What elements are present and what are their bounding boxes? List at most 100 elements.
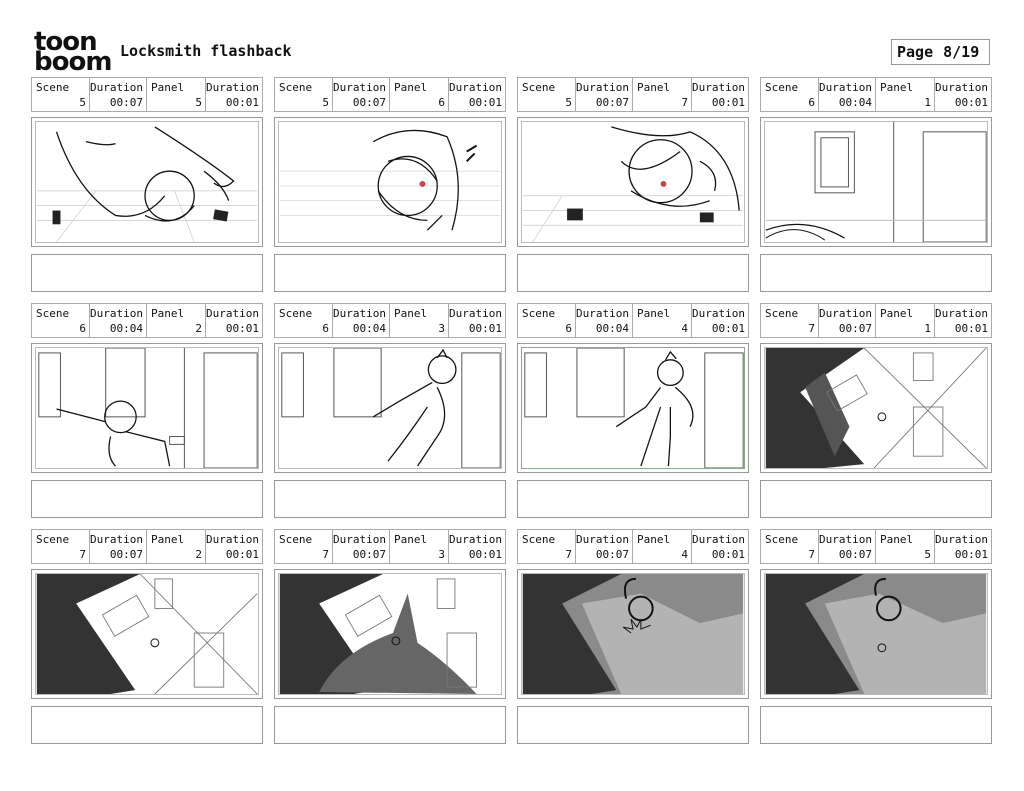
panel-notes[interactable]	[517, 254, 749, 292]
sketch-image	[764, 121, 988, 243]
panel-duration-value: 00:01	[468, 322, 502, 335]
panel-image[interactable]	[31, 569, 263, 699]
page-label: Page	[897, 43, 934, 61]
panel-duration-value: 00:01	[954, 96, 988, 109]
panel-image[interactable]	[760, 117, 992, 247]
scene-value: 6	[322, 322, 329, 335]
panel-image[interactable]	[760, 569, 992, 699]
panel-label: Panel	[394, 81, 428, 94]
panel-label: Panel	[637, 307, 671, 320]
panel-image[interactable]	[274, 117, 506, 247]
panel-notes[interactable]	[274, 254, 506, 292]
panel-duration-label: Duration	[692, 533, 745, 546]
scene-duration-value: 00:07	[109, 96, 143, 109]
panel-duration-value: 00:01	[225, 96, 259, 109]
panel-notes[interactable]	[760, 706, 992, 744]
scene-label: Scene	[36, 533, 70, 546]
scene-duration-value: 00:07	[352, 548, 386, 561]
sketch-image	[35, 121, 259, 243]
panel-notes[interactable]	[760, 254, 992, 292]
panel-notes[interactable]	[274, 480, 506, 518]
scene-label: Scene	[279, 81, 313, 94]
scene-duration-value: 00:07	[595, 548, 629, 561]
panel-label: Panel	[151, 81, 185, 94]
panel-value: 7	[681, 96, 688, 109]
panel-value: 5	[924, 548, 931, 561]
scene-value: 7	[79, 548, 86, 561]
scene-duration-label: Duration	[576, 307, 629, 320]
panel-image[interactable]	[274, 569, 506, 699]
panel-image[interactable]	[31, 117, 263, 247]
panel-duration-label: Duration	[206, 307, 259, 320]
scene-value: 7	[808, 548, 815, 561]
scene-duration-value: 00:07	[595, 96, 629, 109]
scene-label: Scene	[279, 533, 313, 546]
scene-value: 7	[322, 548, 329, 561]
panel-duration-value: 00:01	[954, 548, 988, 561]
scene-label: Scene	[522, 81, 556, 94]
scene-label: Scene	[765, 533, 799, 546]
panel-notes[interactable]	[274, 706, 506, 744]
scene-duration-value: 00:07	[352, 96, 386, 109]
sketch-image	[278, 121, 502, 243]
panel-label: Panel	[880, 533, 914, 546]
sketch-image	[521, 347, 745, 469]
scene-value: 7	[808, 322, 815, 335]
panel-image[interactable]	[517, 569, 749, 699]
panel-image[interactable]	[760, 343, 992, 473]
scene-label: Scene	[36, 81, 70, 94]
scene-value: 5	[79, 96, 86, 109]
scene-label: Scene	[36, 307, 70, 320]
panel-duration-label: Duration	[449, 533, 502, 546]
panel-duration-label: Duration	[692, 307, 745, 320]
scene-duration-value: 00:04	[352, 322, 386, 335]
scene-duration-value: 00:04	[109, 322, 143, 335]
sketch-image	[35, 573, 259, 695]
panel-duration-label: Duration	[692, 81, 745, 94]
scene-value: 6	[565, 322, 572, 335]
panel-duration-label: Duration	[449, 81, 502, 94]
scene-duration-label: Duration	[819, 307, 872, 320]
panel-value: 2	[195, 322, 202, 335]
scene-duration-label: Duration	[576, 81, 629, 94]
panel-image[interactable]	[517, 343, 749, 473]
panel-value: 1	[924, 322, 931, 335]
sketch-image	[764, 347, 988, 469]
panel-notes[interactable]	[760, 480, 992, 518]
scene-value: 7	[565, 548, 572, 561]
panel-notes[interactable]	[517, 706, 749, 744]
panel-image[interactable]	[274, 343, 506, 473]
sketch-image	[35, 347, 259, 469]
panel-notes[interactable]	[517, 480, 749, 518]
panel-notes[interactable]	[31, 480, 263, 518]
panel-image[interactable]	[517, 117, 749, 247]
scene-duration-label: Duration	[819, 533, 872, 546]
panel-image[interactable]	[31, 343, 263, 473]
scene-duration-label: Duration	[333, 533, 386, 546]
panel-duration-value: 00:01	[711, 96, 745, 109]
panel-notes[interactable]	[31, 254, 263, 292]
panel-notes[interactable]	[31, 706, 263, 744]
logo-top: toon	[34, 27, 98, 57]
panel-value: 6	[438, 96, 445, 109]
document-title: Locksmith flashback	[120, 42, 292, 60]
